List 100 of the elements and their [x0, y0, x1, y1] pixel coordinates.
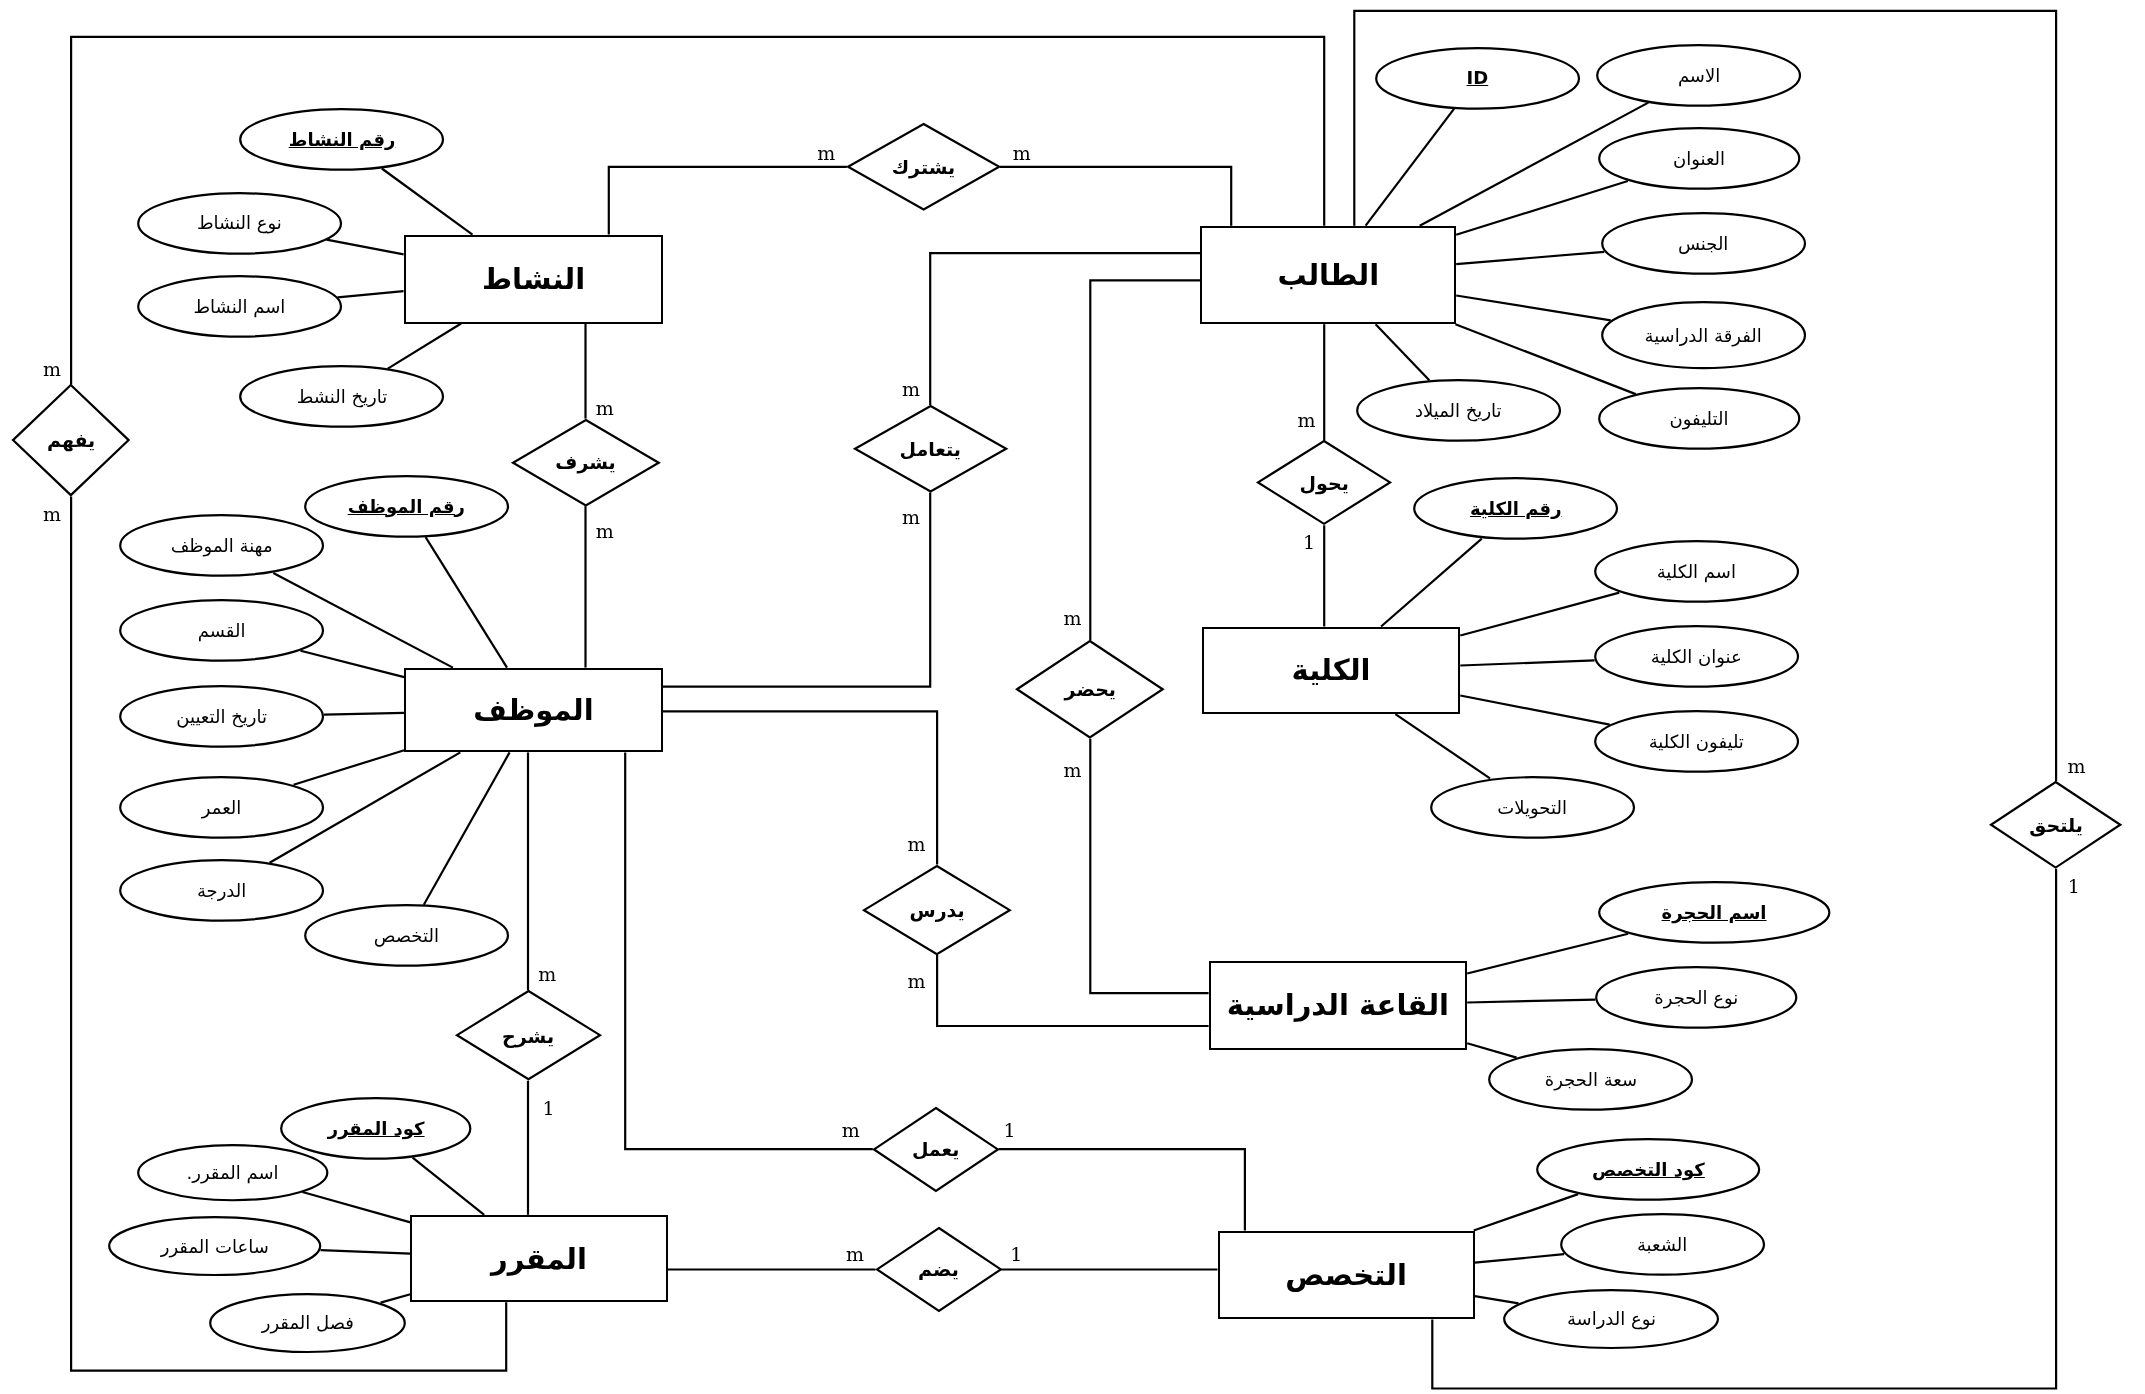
- attribute-ellipse: التخصص: [303, 904, 509, 968]
- connector-line: [667, 1268, 876, 1271]
- connector-line: [1089, 738, 1209, 995]
- relationship-diamond: يعمل: [872, 1106, 999, 1192]
- connector-line: [1466, 932, 1629, 975]
- connector-line: [326, 238, 404, 256]
- connector-line: [387, 322, 462, 370]
- attribute-ellipse: اسم النشاط: [136, 274, 342, 338]
- entity-box: المقرر: [410, 1214, 668, 1303]
- connector-line: [1455, 179, 1629, 236]
- connector-line: [1467, 998, 1596, 1004]
- entity-box: الموظف: [404, 667, 663, 753]
- connector-line: [411, 1156, 485, 1216]
- connector-line: [584, 323, 587, 419]
- connector-line: [1323, 324, 1326, 441]
- relationship-diamond: يحضر: [1016, 640, 1165, 739]
- connector-line: [607, 165, 847, 235]
- attribute-ellipse: عنوان الكلية: [1593, 625, 1799, 689]
- attribute-ellipse: كود التخصص: [1536, 1138, 1761, 1202]
- attribute-ellipse: تاريخ النشط: [239, 365, 445, 429]
- attribute-ellipse: فصل المقرر: [209, 1292, 407, 1353]
- relationship-diamond: يشترك: [846, 123, 1000, 211]
- connector-line: [1374, 323, 1431, 381]
- attribute-ellipse: نوع الدراسة: [1503, 1288, 1720, 1349]
- relationship-diamond: يلتحق: [1990, 781, 2122, 869]
- connector-line: [936, 954, 1209, 1028]
- connector-line: [1364, 107, 1456, 227]
- connector-line: [1455, 323, 1637, 396]
- connector-line: [1466, 1042, 1517, 1059]
- connector-line: [1000, 165, 1233, 226]
- attribute-ellipse: اسم الكلية: [1593, 540, 1799, 604]
- relationship-diamond: يشرح: [455, 990, 601, 1081]
- connector-line: [320, 1249, 411, 1255]
- connector-line: [526, 752, 530, 991]
- connector-line: [1473, 1193, 1579, 1232]
- connector-line: [1380, 537, 1483, 628]
- connector-line: [1456, 250, 1605, 266]
- connector-line: [998, 1148, 1246, 1231]
- connector-line: [1460, 694, 1610, 726]
- attribute-ellipse: العمر: [119, 775, 325, 839]
- attribute-ellipse: تليفون الكلية: [1593, 709, 1799, 773]
- connector-line: [293, 749, 405, 786]
- relationship-diamond: يفهم: [12, 384, 130, 497]
- attribute-ellipse: رقم الموظف: [303, 474, 509, 538]
- connector-line: [1460, 591, 1620, 637]
- connector-line: [70, 496, 508, 1372]
- attribute-ellipse: ساعات المقرر: [108, 1216, 322, 1277]
- relationship-diamond: يضم: [875, 1227, 1002, 1312]
- connector-line: [70, 35, 1326, 385]
- connector-line: [302, 1190, 411, 1224]
- connector-line: [1474, 1295, 1519, 1305]
- attribute-ellipse: الفرقة الدراسية: [1600, 300, 1806, 370]
- attribute-ellipse: الدرجة: [119, 859, 325, 922]
- attribute-ellipse: رقم النشاط: [239, 108, 445, 171]
- attribute-ellipse: رقم الكلية: [1413, 477, 1619, 541]
- connector-line: [1474, 1253, 1565, 1264]
- connector-line: [1001, 1268, 1218, 1271]
- attribute-ellipse: كود المقرر: [280, 1097, 472, 1161]
- connector-line: [1460, 659, 1595, 667]
- connector-line: [662, 492, 932, 688]
- attribute-ellipse: تاريخ التعيين: [119, 685, 325, 749]
- attribute-ellipse: الجنس: [1600, 212, 1806, 275]
- attribute-ellipse: الاسم: [1596, 43, 1802, 107]
- entity-box: القاعة الدراسية: [1208, 961, 1468, 1050]
- entity-box: النشاط: [403, 234, 664, 324]
- connector-line: [323, 711, 405, 716]
- connector-line: [300, 649, 405, 679]
- connector-line: [337, 290, 404, 299]
- connector-line: [381, 167, 474, 236]
- attribute-ellipse: القسم: [119, 599, 325, 663]
- entity-box: التخصص: [1217, 1230, 1475, 1320]
- attribute-ellipse: التحويلات: [1429, 775, 1635, 839]
- connector-line: [1456, 294, 1611, 322]
- connector-line: [380, 1293, 411, 1304]
- entity-box: الطالب: [1200, 225, 1457, 325]
- entity-box: الكلية: [1201, 626, 1461, 715]
- connector-line: [662, 710, 939, 865]
- attribute-ellipse: مهنة الموظف: [119, 514, 325, 578]
- attribute-ellipse: العنوان: [1597, 127, 1801, 191]
- connector-line: [624, 752, 873, 1151]
- attribute-ellipse: اسم المقرر.: [136, 1143, 329, 1202]
- connector-line: [422, 751, 511, 906]
- connector-line: [1089, 279, 1201, 641]
- relationship-diamond: يحول: [1257, 440, 1392, 526]
- connector-line: [1394, 713, 1491, 780]
- attribute-ellipse: التليفون: [1597, 387, 1801, 451]
- connector-line: [929, 252, 1201, 405]
- attribute-ellipse: اسم الحجرة: [1597, 880, 1831, 944]
- attribute-ellipse: سعة الحجرة: [1488, 1047, 1694, 1111]
- attribute-ellipse: ID: [1374, 46, 1580, 110]
- attribute-ellipse: الشعبة: [1559, 1213, 1765, 1277]
- relationship-diamond: يشرف: [511, 418, 660, 507]
- connector-line: [584, 506, 587, 668]
- attribute-ellipse: نوع النشاط: [136, 191, 342, 255]
- connector-line: [424, 536, 508, 669]
- connector-line: [1353, 9, 2058, 782]
- connector-line: [1431, 868, 2058, 1390]
- attribute-ellipse: نوع الحجرة: [1595, 965, 1798, 1029]
- attribute-ellipse: تاريخ الميلاد: [1355, 378, 1561, 442]
- relationship-diamond: يدرس: [863, 864, 1011, 955]
